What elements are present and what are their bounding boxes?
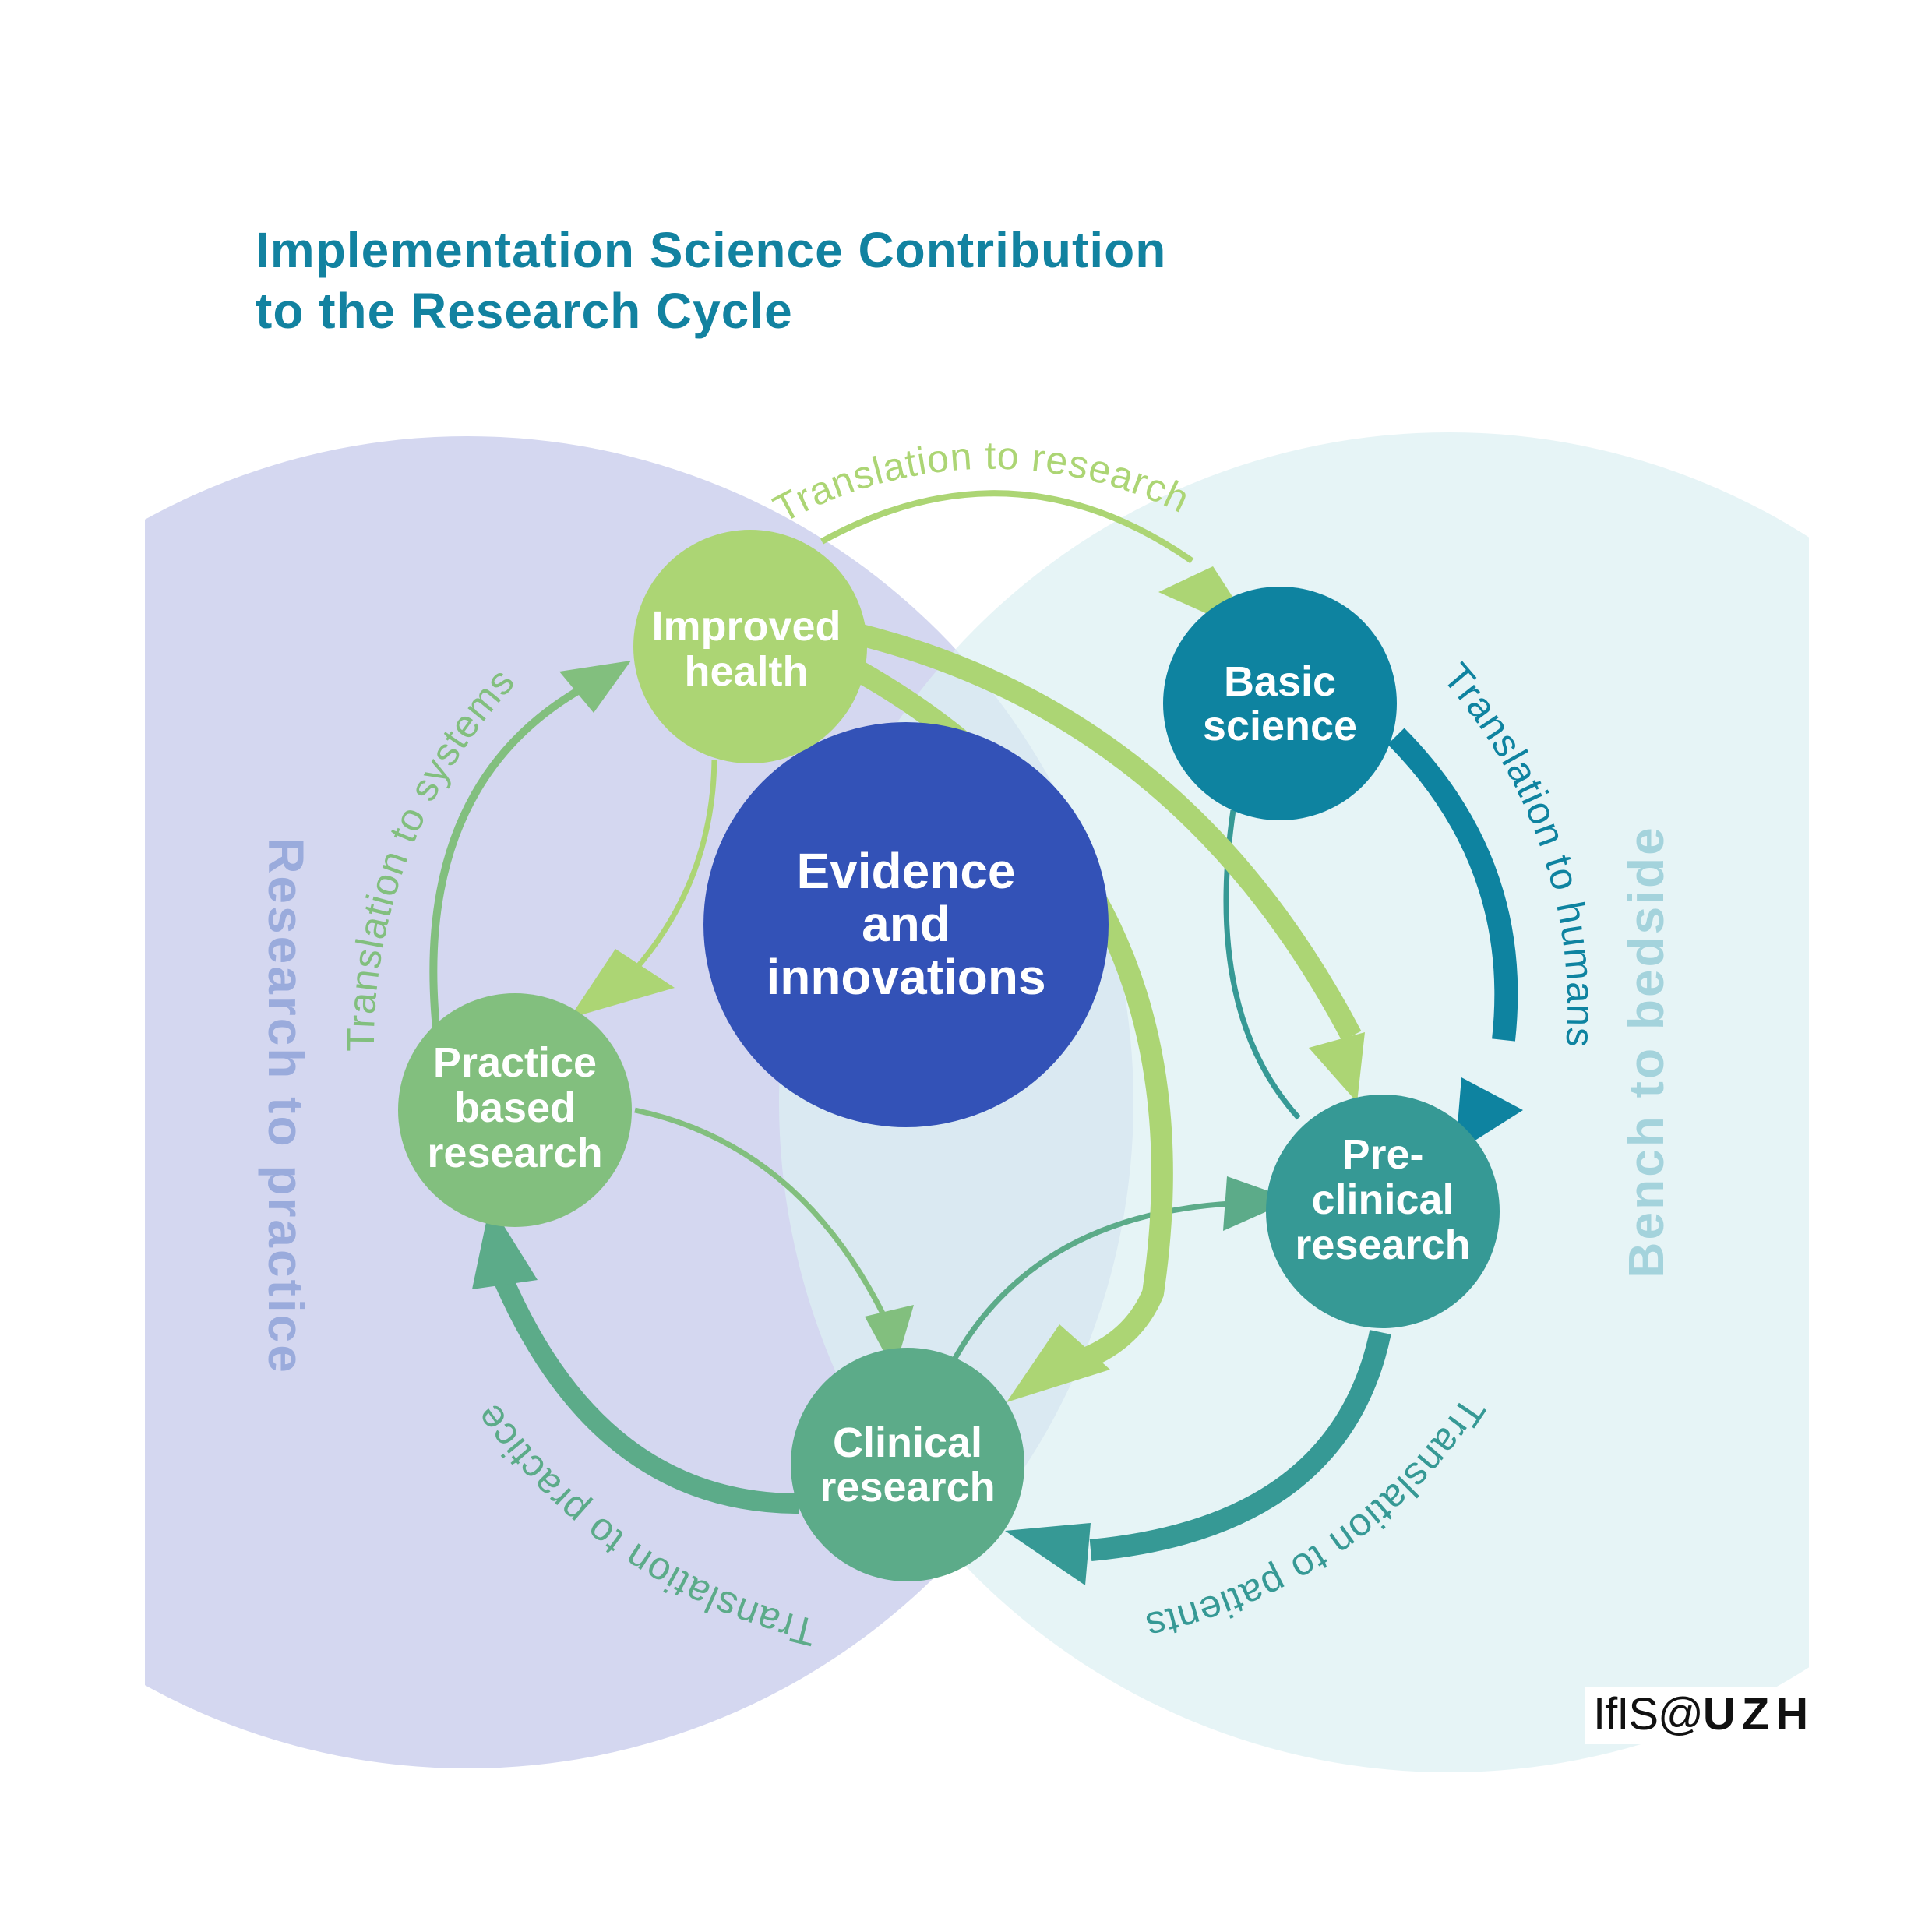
arrow-translation-to-humans	[1387, 728, 1523, 1153]
arrow-improved-health-to-practice	[569, 759, 717, 1018]
ifis-uzh-logo: IfIS@UZH	[1585, 1687, 1823, 1744]
node-basic-science-line-2: science	[1203, 703, 1357, 749]
arrowhead-to-preclinical-thin	[1223, 1176, 1293, 1231]
node-preclinical-circle	[1266, 1095, 1500, 1328]
node-practice-based-circle	[398, 993, 632, 1227]
node-improved-health-line-1: Improved	[651, 603, 841, 650]
node-basic-science-line-1: Basic	[1224, 658, 1336, 705]
node-improved-health-circle	[633, 530, 867, 763]
arrowhead-to-clinical	[1005, 1523, 1091, 1585]
arrowhead-to-preclinical-light	[1309, 1032, 1365, 1102]
arrowhead-to-clinical-light	[1007, 1324, 1110, 1402]
title-line-2: to the Research Cycle	[256, 283, 793, 339]
arrow-practice-to-clinical	[634, 1107, 914, 1371]
center-evidence-line-1: Evidence	[796, 843, 1015, 899]
side-label-research-to-practice: Research to practice	[258, 837, 314, 1375]
arrow-translation-to-practice	[472, 1204, 799, 1514]
node-preclinical-research[interactable]: Pre- clinical research	[1266, 1095, 1500, 1328]
logo-suffix: UZH	[1702, 1689, 1815, 1740]
node-preclinical-line-3: research	[1295, 1222, 1470, 1268]
arrowhead-to-practice-based	[472, 1204, 538, 1289]
arrowhead-to-preclinical	[1455, 1077, 1523, 1153]
diagram-title: Implementation Science Contribution to t…	[256, 220, 1166, 341]
arrow-translation-to-patients	[1005, 1330, 1391, 1585]
node-clinical-line-2: research	[820, 1464, 995, 1511]
side-label-bench-to-bedside: Bench to bedside	[1618, 825, 1674, 1278]
arrowhead-to-clinical-thin	[865, 1305, 914, 1371]
node-clinical-circle	[791, 1348, 1024, 1581]
node-improved-health-line-2: health	[684, 648, 808, 695]
node-improved-health[interactable]: Improved health	[633, 530, 867, 763]
node-preclinical-line-2: clinical	[1311, 1176, 1454, 1223]
node-preclinical-line-1: Pre-	[1341, 1131, 1423, 1178]
node-clinical-line-1: Clinical	[833, 1419, 982, 1466]
node-practice-based-line-2: based	[454, 1084, 576, 1131]
logo-prefix: IfIS@	[1593, 1689, 1704, 1740]
node-practice-based-line-3: research	[427, 1130, 602, 1176]
arrow-translation-to-systems	[429, 661, 631, 1029]
node-basic-science-circle	[1163, 587, 1397, 820]
center-evidence-line-2: and	[862, 896, 950, 952]
arrowhead-to-improved-health	[559, 661, 631, 713]
node-clinical-research[interactable]: Clinical research	[791, 1348, 1024, 1581]
center-evidence-line-3: innovations	[766, 949, 1045, 1005]
node-practice-based-line-1: Practice	[433, 1039, 597, 1086]
arrow-improved-health-to-preclinical	[858, 624, 1365, 1102]
node-practice-based-research[interactable]: Practice based research	[398, 993, 632, 1227]
title-line-1: Implementation Science Contribution	[256, 222, 1167, 278]
arrowhead-to-practice-light	[569, 949, 675, 1018]
arrow-clinical-to-preclinical	[951, 1176, 1293, 1361]
node-basic-science[interactable]: Basic science	[1163, 587, 1397, 820]
region-bench-to-bedside	[779, 432, 1809, 1772]
center-evidence-circle	[703, 722, 1109, 1127]
